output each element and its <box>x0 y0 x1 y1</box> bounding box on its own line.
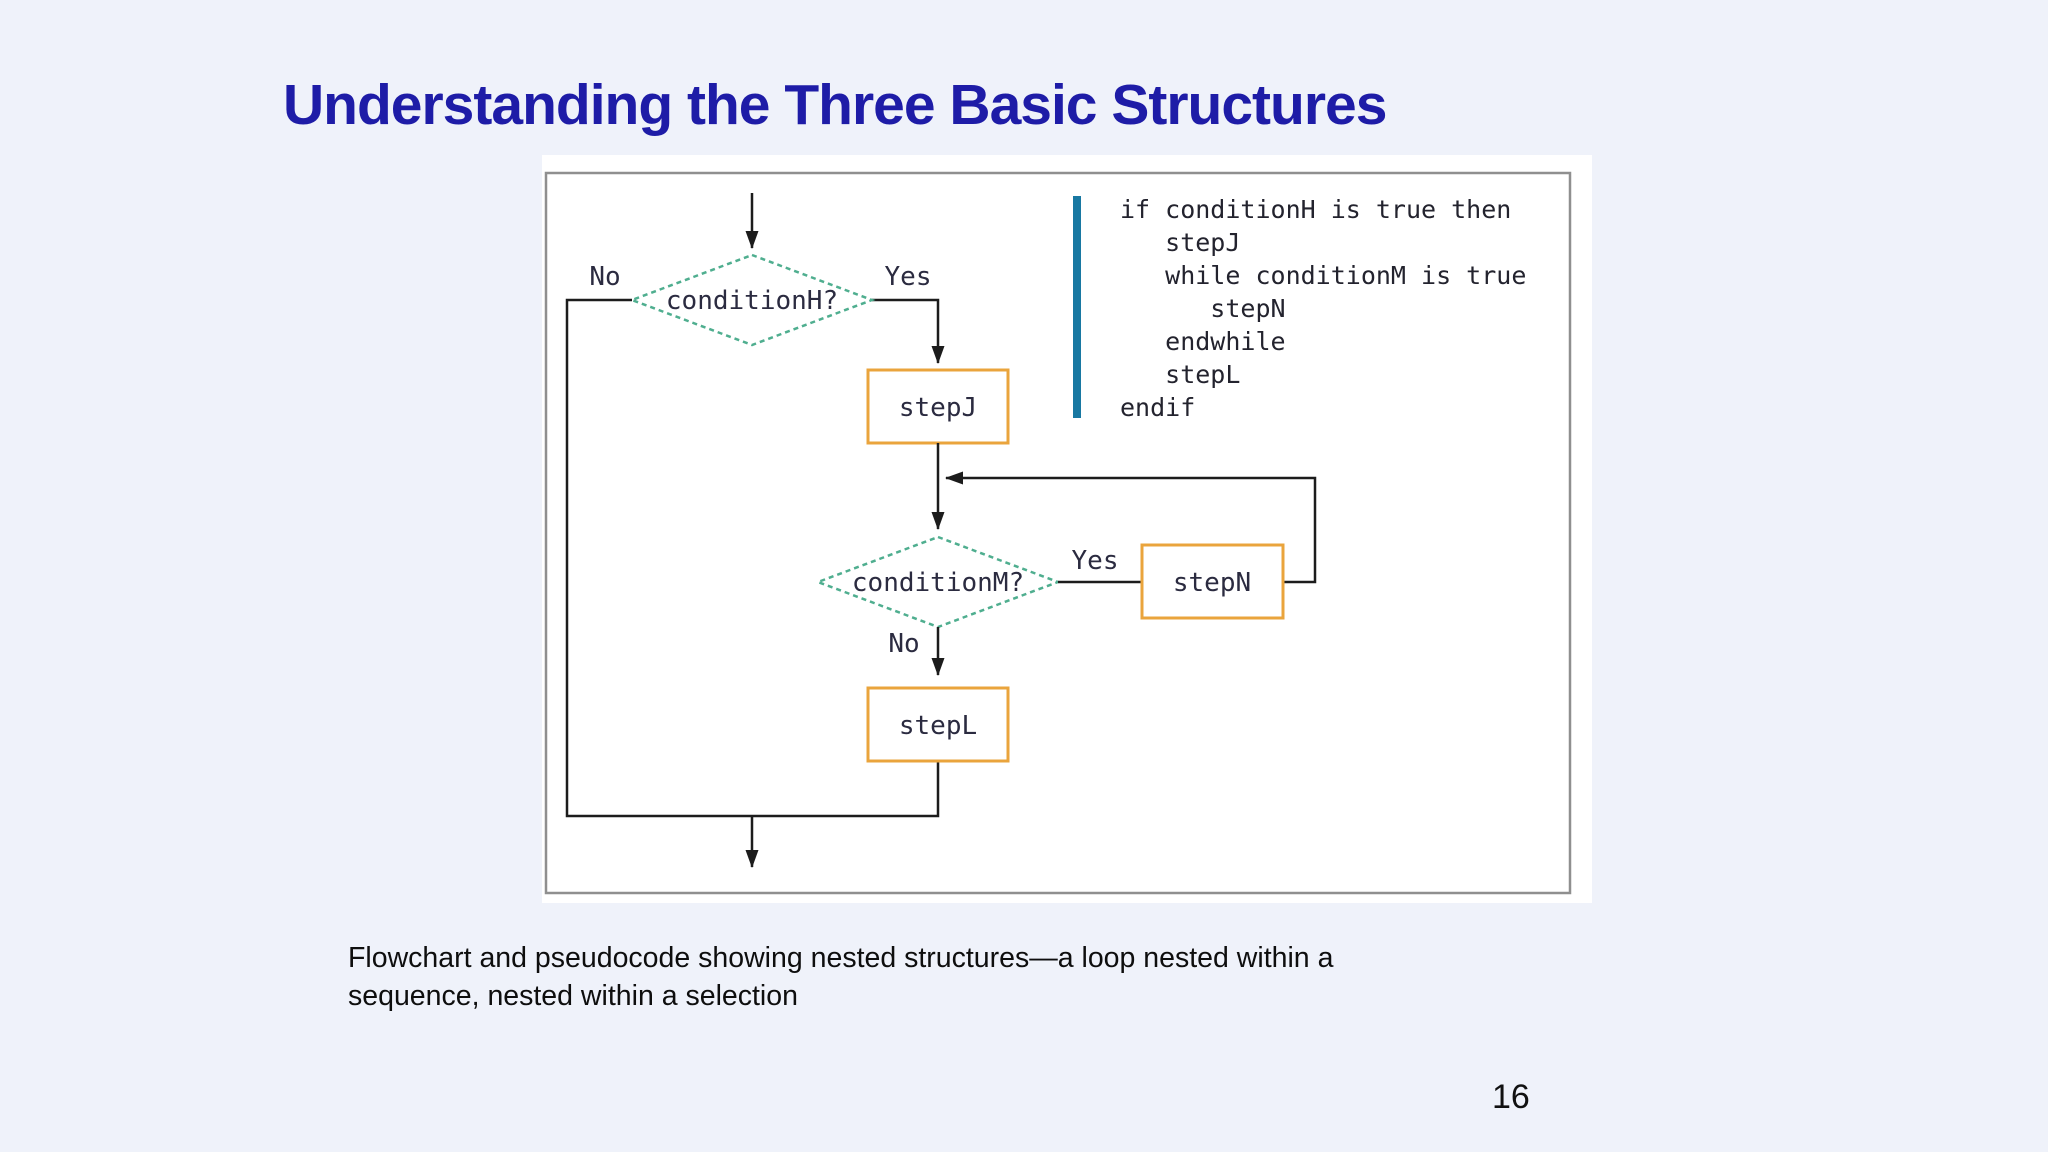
flowchart-diagram: conditionH? No Yes stepJ conditionM? Yes… <box>544 171 1572 895</box>
slide-title: Understanding the Three Basic Structures <box>283 73 1387 137</box>
stepN-label: stepN <box>1173 568 1251 598</box>
conditionM-yes-label: Yes <box>1072 546 1119 576</box>
page-number: 16 <box>1492 1078 1530 1116</box>
conditionM-no-label: No <box>888 629 919 659</box>
conditionH-no-label: No <box>589 262 620 292</box>
conditionH-yes-label: Yes <box>885 262 932 292</box>
pseudocode-accent-bar <box>1073 196 1081 418</box>
figure-caption: Flowchart and pseudocode showing nested … <box>348 942 1334 1012</box>
yes-branch-connector <box>872 298 945 364</box>
stepJ-label: stepJ <box>899 393 977 423</box>
conditionH-diamond <box>628 253 876 347</box>
stepL-box <box>866 686 1010 763</box>
figure-panel: conditionH? No Yes stepJ conditionM? Yes… <box>542 155 1592 903</box>
no-branch-connector <box>565 298 940 818</box>
conditionM-label: conditionM? <box>852 568 1024 598</box>
loop-back-connector <box>945 471 1317 584</box>
conditionH-label: conditionH? <box>666 286 838 316</box>
stepL-label: stepL <box>899 711 977 741</box>
stepN-box <box>1140 543 1285 620</box>
pseudocode-block: if conditionH is true then stepJ while c… <box>1120 195 1527 422</box>
